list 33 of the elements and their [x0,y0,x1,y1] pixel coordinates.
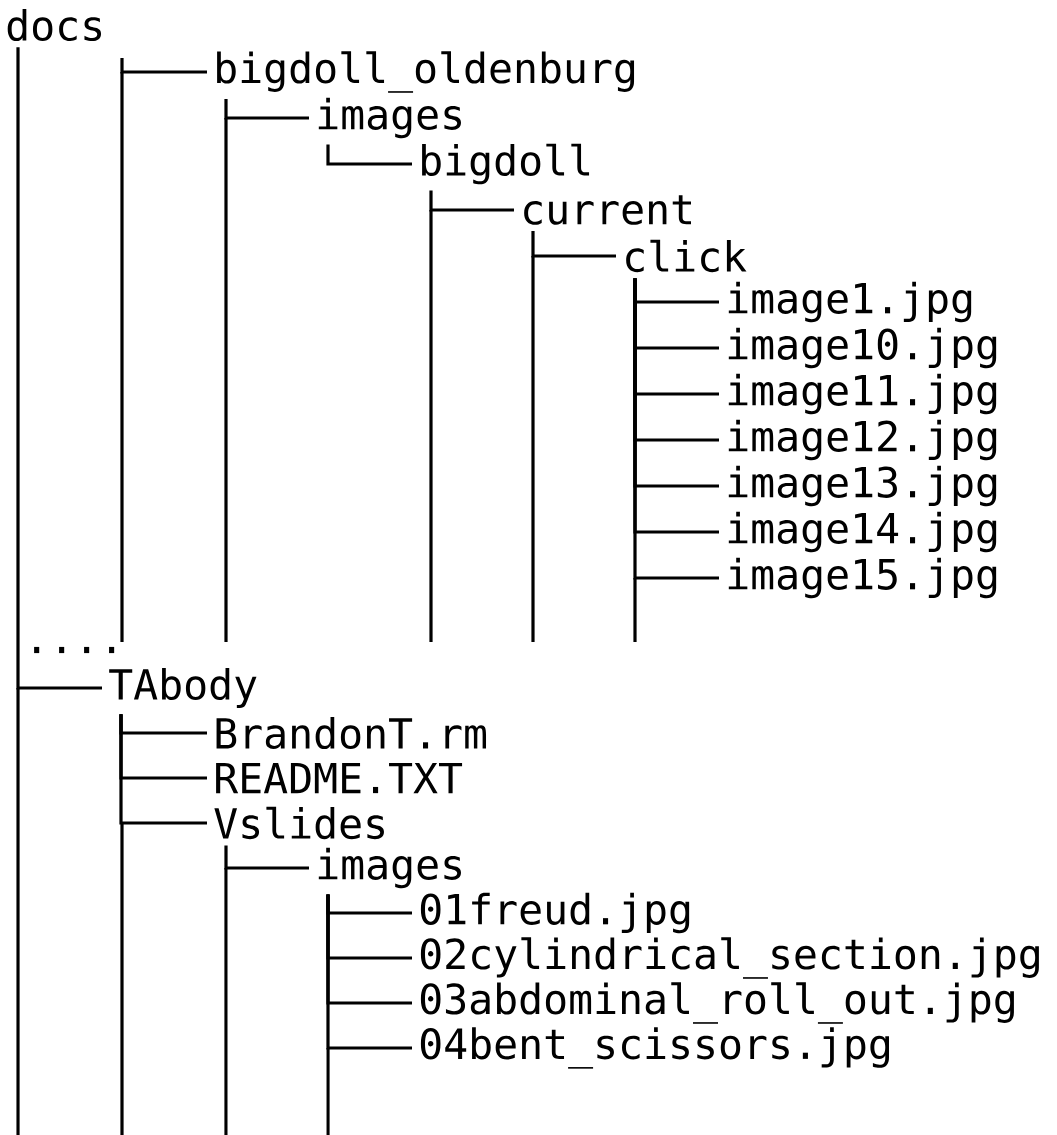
tree-entry: 04bent_scissors.jpg [420,1027,889,1069]
tree-entry: image12.jpg [728,419,997,461]
tree-entry: 01freud.jpg [420,892,690,934]
tree-entry: TAbody [109,667,257,709]
tree-branch [120,58,207,74]
tree-branch [16,47,102,690]
tree-branch [224,99,309,120]
tree-entry: images [318,97,461,139]
tree-branch [119,714,207,825]
tree-entry: Vslides [214,806,384,840]
ellipsis: .... [34,646,115,654]
tree-entry: bigdoll_oldenburg [217,51,635,93]
tree-entry: image11.jpg [728,373,997,415]
tree-entry: images [318,847,461,889]
tree-entry: image15.jpg [728,557,997,599]
tree-branch [633,278,719,580]
tree-entry: docs [7,8,101,42]
tree-entry: click [626,239,747,273]
tree-entry: 02cylindrical_section.jpg [420,937,1039,979]
tree-branch [429,190,514,212]
tree-entry: README.TXT [216,762,463,794]
tree-entry: image10.jpg [728,327,997,369]
tree-branch [531,231,616,258]
tree-branch [224,845,309,870]
tree-branch [326,894,412,1050]
tree-entry: bigdoll [422,143,590,185]
tree-branch [326,144,412,166]
tree-entry: image14.jpg [728,511,997,553]
tree-entry: 03abdominal_roll_out.jpg [420,982,1014,1024]
tree-entry: image1.jpg [728,281,972,323]
tree-entry: image13.jpg [728,465,997,507]
tree-entry: current [524,195,691,225]
tree-entry: BrandonT.rm [216,716,486,750]
